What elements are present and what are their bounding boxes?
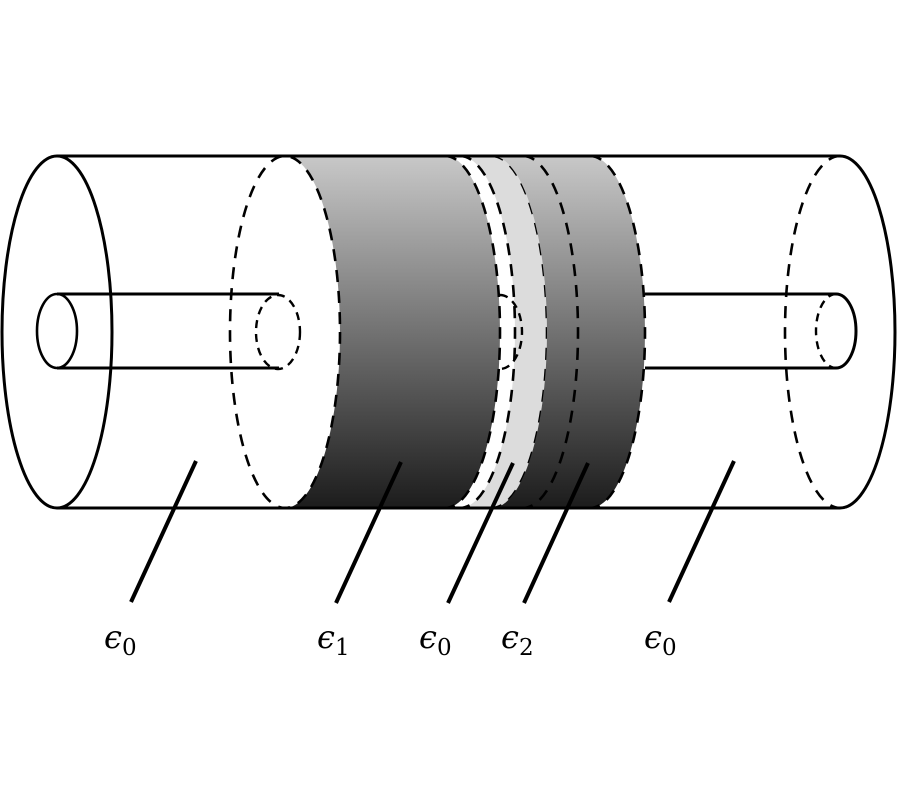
dielectric-disk1-body	[285, 156, 500, 508]
leader-line-epsilon2	[522, 462, 590, 604]
leader-line-epsilon0-left	[129, 460, 198, 603]
diagram-root: ϵ 0 ϵ 1 ϵ 0 ϵ 2 ϵ 0	[0, 154, 897, 661]
leader-line-epsilon1	[334, 461, 403, 604]
labels-group: ϵ 0 ϵ 1 ϵ 0 ϵ 2 ϵ 0	[104, 618, 677, 661]
leader-line-epsilon0-middle	[446, 462, 515, 604]
disk2-right-edge-hidden-line	[589, 154, 647, 510]
gap-axial-hole	[499, 293, 524, 371]
label-epsilon0-middle-symbol: ϵ	[419, 618, 437, 656]
disk2-face-hidden-line	[522, 154, 580, 510]
disk1-front-face	[228, 154, 342, 510]
label-epsilon0-left-subscript: 0	[122, 635, 137, 661]
label-epsilon2-symbol: ϵ	[501, 618, 519, 656]
label-epsilon2-subscript: 2	[519, 635, 534, 661]
rod-right-cap-back-edge	[814, 292, 837, 370]
label-epsilon0-middle-subscript: 0	[437, 635, 452, 661]
disk1-right-edge-hidden-line	[444, 154, 502, 510]
outer-left-cap	[0, 154, 114, 510]
dielectric-disk2-body	[492, 156, 645, 508]
outer-right-cap-back-edge	[783, 154, 841, 510]
gap-left-hidden-line	[459, 154, 517, 510]
label-epsilon1-subscript: 1	[335, 635, 350, 661]
label-epsilon0-left-symbol: ϵ	[104, 618, 122, 656]
rod-left-cap	[35, 292, 79, 370]
label-epsilon0-right-subscript: 0	[662, 635, 677, 661]
disk1-axial-hole	[254, 293, 302, 371]
outer-right-cap-front-edge	[839, 154, 897, 510]
label-epsilon0-right-symbol: ϵ	[644, 618, 662, 656]
rod-right-cap-front-edge	[835, 292, 858, 370]
label-epsilon1-symbol: ϵ	[317, 618, 335, 656]
gap-sliver-face	[460, 156, 547, 508]
leader-line-epsilon0-right	[667, 460, 736, 603]
